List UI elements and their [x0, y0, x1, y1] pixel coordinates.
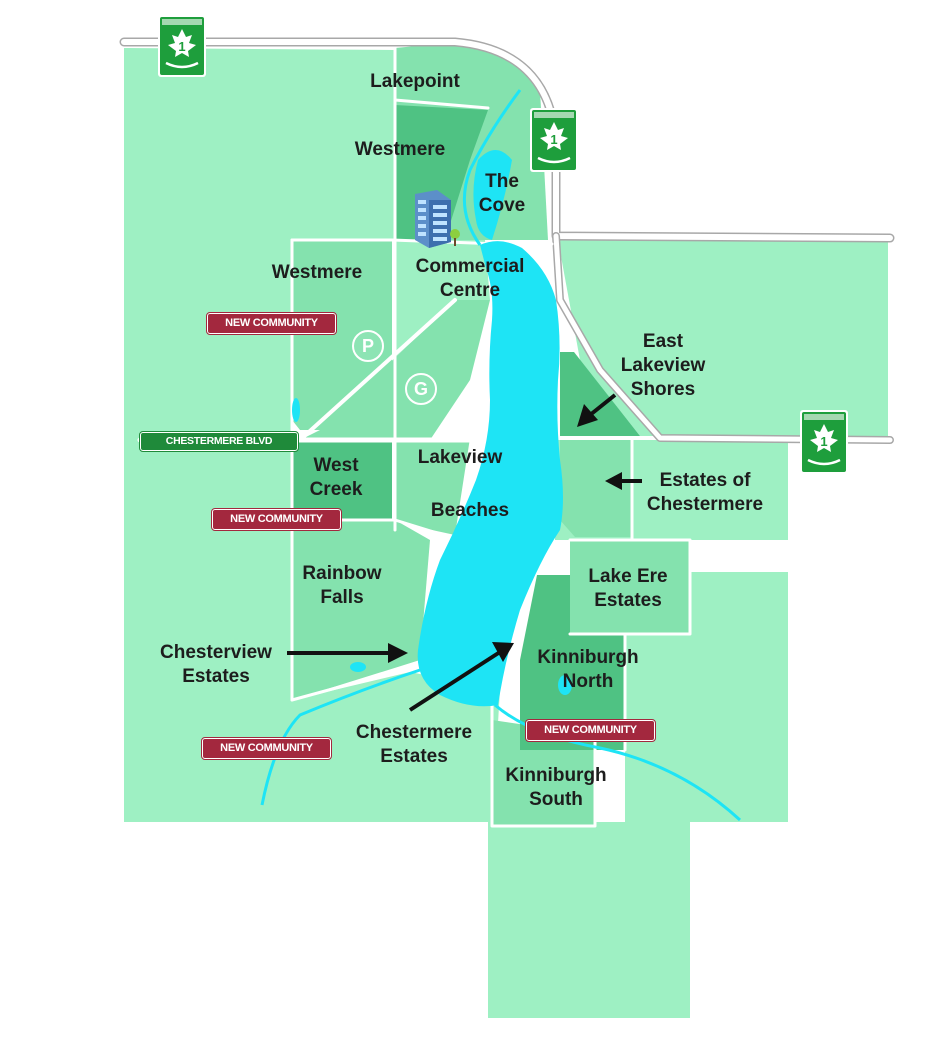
zone-westmere-south [292, 240, 392, 430]
creek-east [494, 703, 742, 822]
trans-canada-shield-icon: 1 [530, 108, 578, 172]
label-chestermere-estates: Chestermere Estates [355, 722, 473, 767]
creeks [260, 89, 742, 822]
label-the-cove: The Cove [478, 171, 526, 216]
label-kinniburgh-north: Kinniburgh North [537, 647, 639, 692]
label-rainbow-falls: Rainbow Falls [302, 563, 382, 608]
pond-rainbow [350, 662, 366, 672]
label-lake-ere-estates: Lake Ere Estates [588, 566, 668, 611]
chestermere-blvd-sign: CHESTERMERE BLVD [139, 431, 299, 452]
lake-cove-inlet [473, 150, 512, 240]
arrow-estates-of-chestermere [605, 472, 642, 490]
new-community-badge: NEW COMMUNITY [206, 312, 337, 335]
zone-kinniburgh-north [520, 575, 625, 750]
label-westmere-south: Westmere [271, 262, 363, 283]
label-beaches: Beaches [430, 500, 510, 521]
land-northeast [558, 240, 888, 436]
land-south [488, 822, 690, 1018]
land-west [124, 48, 395, 438]
label-kinniburgh-south: Kinniburgh South [505, 765, 607, 810]
arrow-chestermere-estates [408, 642, 514, 712]
pond-westmere [292, 398, 300, 422]
golf-icon: G [405, 373, 437, 405]
label-commercial-centre: Commercial Centre [415, 256, 525, 301]
parking-icon: P [352, 330, 384, 362]
direction-arrows [287, 393, 642, 712]
creek-north [462, 89, 522, 246]
label-east-lakeview-shores: East Lakeview Shores [620, 331, 706, 400]
office-building-icon [415, 190, 460, 248]
trans-canada-shield-icon: 1 [800, 410, 848, 474]
new-community-badge: NEW COMMUNITY [525, 719, 656, 742]
land-estates-east [560, 440, 632, 537]
new-community-badge: NEW COMMUNITY [201, 737, 332, 760]
label-chesterview-estates: Chesterview Estates [160, 642, 272, 687]
label-lakeview: Lakeview [417, 447, 503, 468]
pond-kinniburgh [558, 675, 572, 695]
label-west-creek: West Creek [309, 455, 363, 500]
arrow-east-lakeview [577, 393, 617, 427]
trans-canada-shield-icon: 1 [158, 15, 206, 77]
zone-lakepoint [395, 44, 520, 100]
svg-text:1: 1 [178, 39, 185, 54]
zone-east-lakeview [560, 352, 640, 436]
land-central-west [320, 240, 490, 430]
label-westmere-north: Westmere [354, 139, 446, 160]
chestermere-lake [417, 241, 563, 707]
zone-lake-ere [570, 540, 690, 634]
land-lakeview [395, 438, 470, 535]
label-estates-of-chestermere: Estates of Chestermere [646, 470, 764, 515]
new-community-badge: NEW COMMUNITY [211, 508, 342, 531]
label-lakepoint: Lakepoint [370, 71, 460, 92]
zone-west-creek [292, 440, 392, 520]
svg-text:1: 1 [820, 434, 827, 449]
svg-text:1: 1 [550, 132, 557, 147]
creek-west [260, 668, 421, 806]
arrow-chesterview [287, 643, 408, 663]
land-west-lower [124, 438, 292, 700]
